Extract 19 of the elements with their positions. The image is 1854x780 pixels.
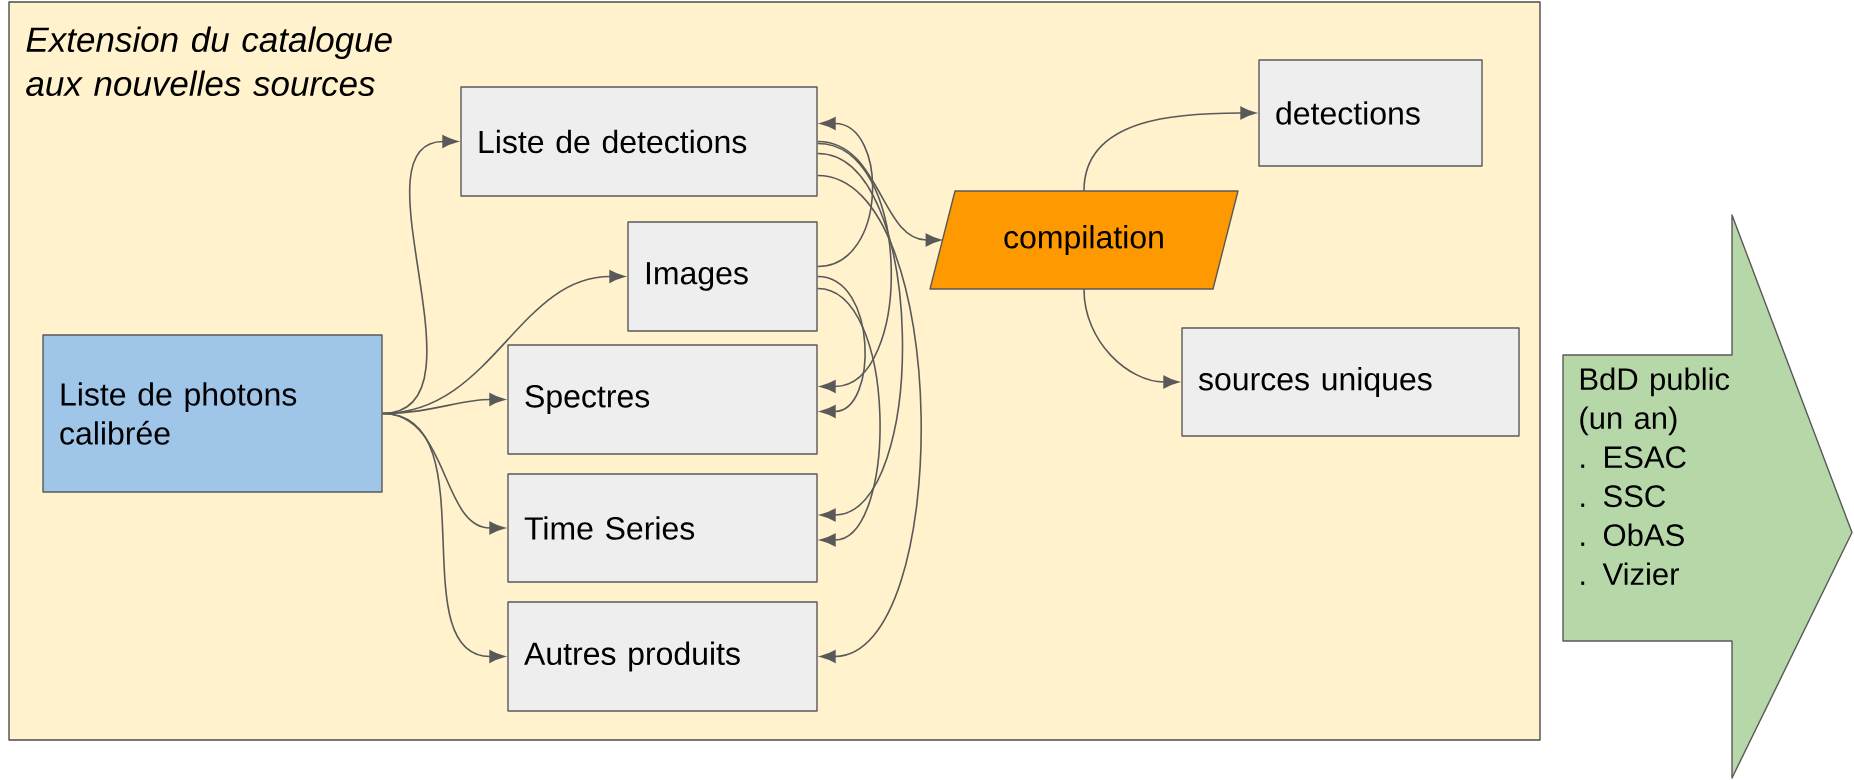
process-box: Time Series	[507, 473, 818, 583]
process-box: Autres produits	[507, 601, 818, 712]
arrow	[381, 412, 505, 663]
process-box: Liste de detections	[460, 86, 818, 197]
arrow	[816, 287, 881, 547]
process-box: sources uniques	[1181, 327, 1520, 437]
process-box: detections	[1258, 59, 1483, 167]
arrow	[1083, 288, 1179, 389]
arrow	[816, 140, 942, 247]
arrow	[1083, 106, 1256, 192]
arrow	[816, 152, 904, 522]
arrow	[816, 275, 866, 418]
arrow	[816, 117, 874, 268]
process-parallelogram: compilation	[929, 190, 1239, 290]
process-box: Spectres	[507, 344, 818, 455]
arrow	[816, 174, 922, 663]
arrow	[816, 142, 892, 393]
process-box: Images	[627, 221, 818, 332]
process-box: Liste de photons calibrée	[42, 334, 383, 493]
